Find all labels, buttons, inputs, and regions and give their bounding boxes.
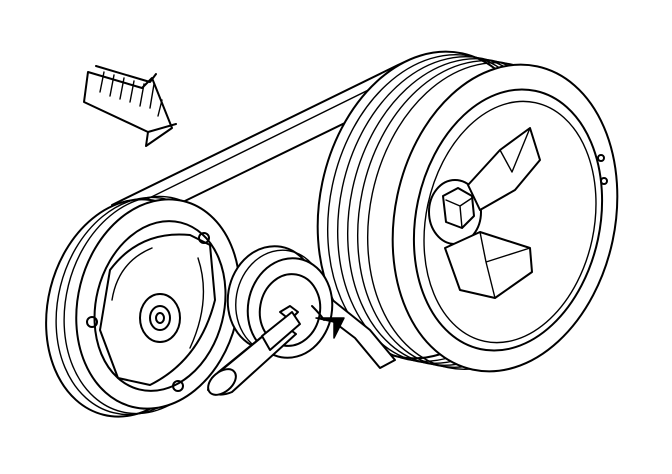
ac-compressor-pulley [45, 195, 241, 418]
rivet-icon [172, 380, 184, 392]
breaker-bar [207, 311, 301, 396]
crank-bolt-icon [442, 187, 475, 229]
view-direction-arrow [83, 65, 177, 147]
rivet-icon [86, 316, 98, 328]
rivet-icon [198, 232, 210, 244]
clutch-hub [139, 293, 181, 343]
tensioner-rotation-arrow [311, 305, 345, 339]
crankshaft-pulley [316, 50, 619, 373]
